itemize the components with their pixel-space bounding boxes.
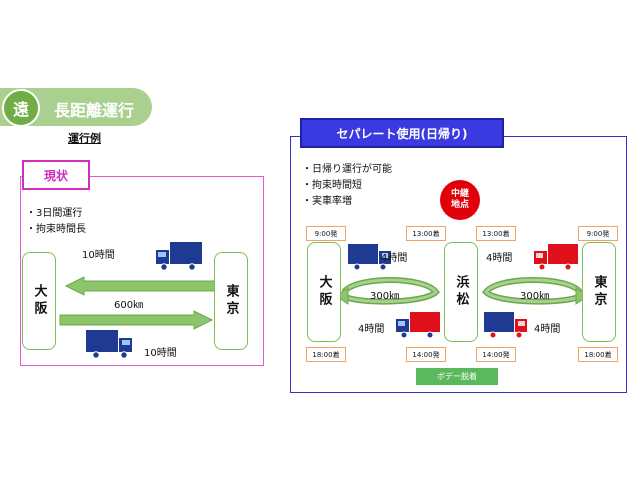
time-label: 4時間 — [534, 324, 561, 335]
truck-icon — [534, 244, 578, 271]
page-title: 長距離運行 — [54, 101, 135, 120]
time-label: 4時間 — [358, 324, 385, 335]
body-swap-label: ボデー脱着 — [416, 368, 498, 385]
hub-marker: 中継 地点 — [440, 180, 480, 220]
current-notes: ・3日間運行 ・拘束時間長 — [26, 206, 86, 238]
arrow-left — [64, 276, 217, 296]
separate-notes: ・日帰り運行が可能 ・拘束時間短 ・実車率増 — [302, 162, 392, 210]
separate-note: ・実車率増 — [302, 196, 352, 207]
city-tokyo: 東京 — [582, 242, 616, 342]
city-osaka: 大阪 — [307, 242, 341, 342]
time-box: 18:00着 — [578, 347, 618, 362]
current-diagram — [59, 242, 217, 359]
city-hamamatsu: 浜松 — [444, 242, 478, 342]
time-label: 4時間 — [381, 253, 408, 264]
truck-icon — [86, 330, 132, 359]
distance-label: 600㎞ — [114, 300, 144, 311]
time-box: 13:00着 — [406, 226, 446, 241]
page-subtitle: 運行例 — [68, 132, 101, 145]
time-box: 14:00発 — [406, 347, 446, 362]
arrow-right — [59, 310, 214, 330]
truck-icon — [156, 242, 202, 271]
city-tokyo: 東京 — [214, 252, 248, 350]
time-box: 18:00着 — [306, 347, 346, 362]
time-label: 4時間 — [486, 253, 513, 264]
separate-note: ・日帰り運行が可能 — [302, 164, 392, 175]
time-label: 10時間 — [82, 250, 115, 261]
truck-icon — [396, 312, 440, 339]
separate-diagram — [335, 244, 589, 339]
distance-label: 300㎞ — [520, 291, 550, 302]
city-osaka: 大阪 — [22, 252, 56, 350]
truck-icon — [348, 244, 391, 271]
time-box: 13:00着 — [476, 226, 516, 241]
separate-tag: セパレート使用(日帰り) — [300, 118, 504, 148]
time-label: 10時間 — [144, 348, 177, 359]
current-tag: 現状 — [22, 160, 90, 190]
current-note: ・3日間運行 — [26, 208, 83, 219]
arrow-cycle-left — [335, 277, 440, 305]
current-note: ・拘束時間長 — [26, 224, 86, 235]
current-panel — [20, 176, 264, 366]
separate-note: ・拘束時間短 — [302, 180, 362, 191]
time-box: 9:00発 — [306, 226, 346, 241]
time-box: 14:00発 — [476, 347, 516, 362]
title-badge: 遠 — [2, 89, 40, 127]
distance-label: 300㎞ — [370, 291, 400, 302]
time-box: 9:00発 — [578, 226, 618, 241]
truck-icon — [484, 312, 527, 339]
